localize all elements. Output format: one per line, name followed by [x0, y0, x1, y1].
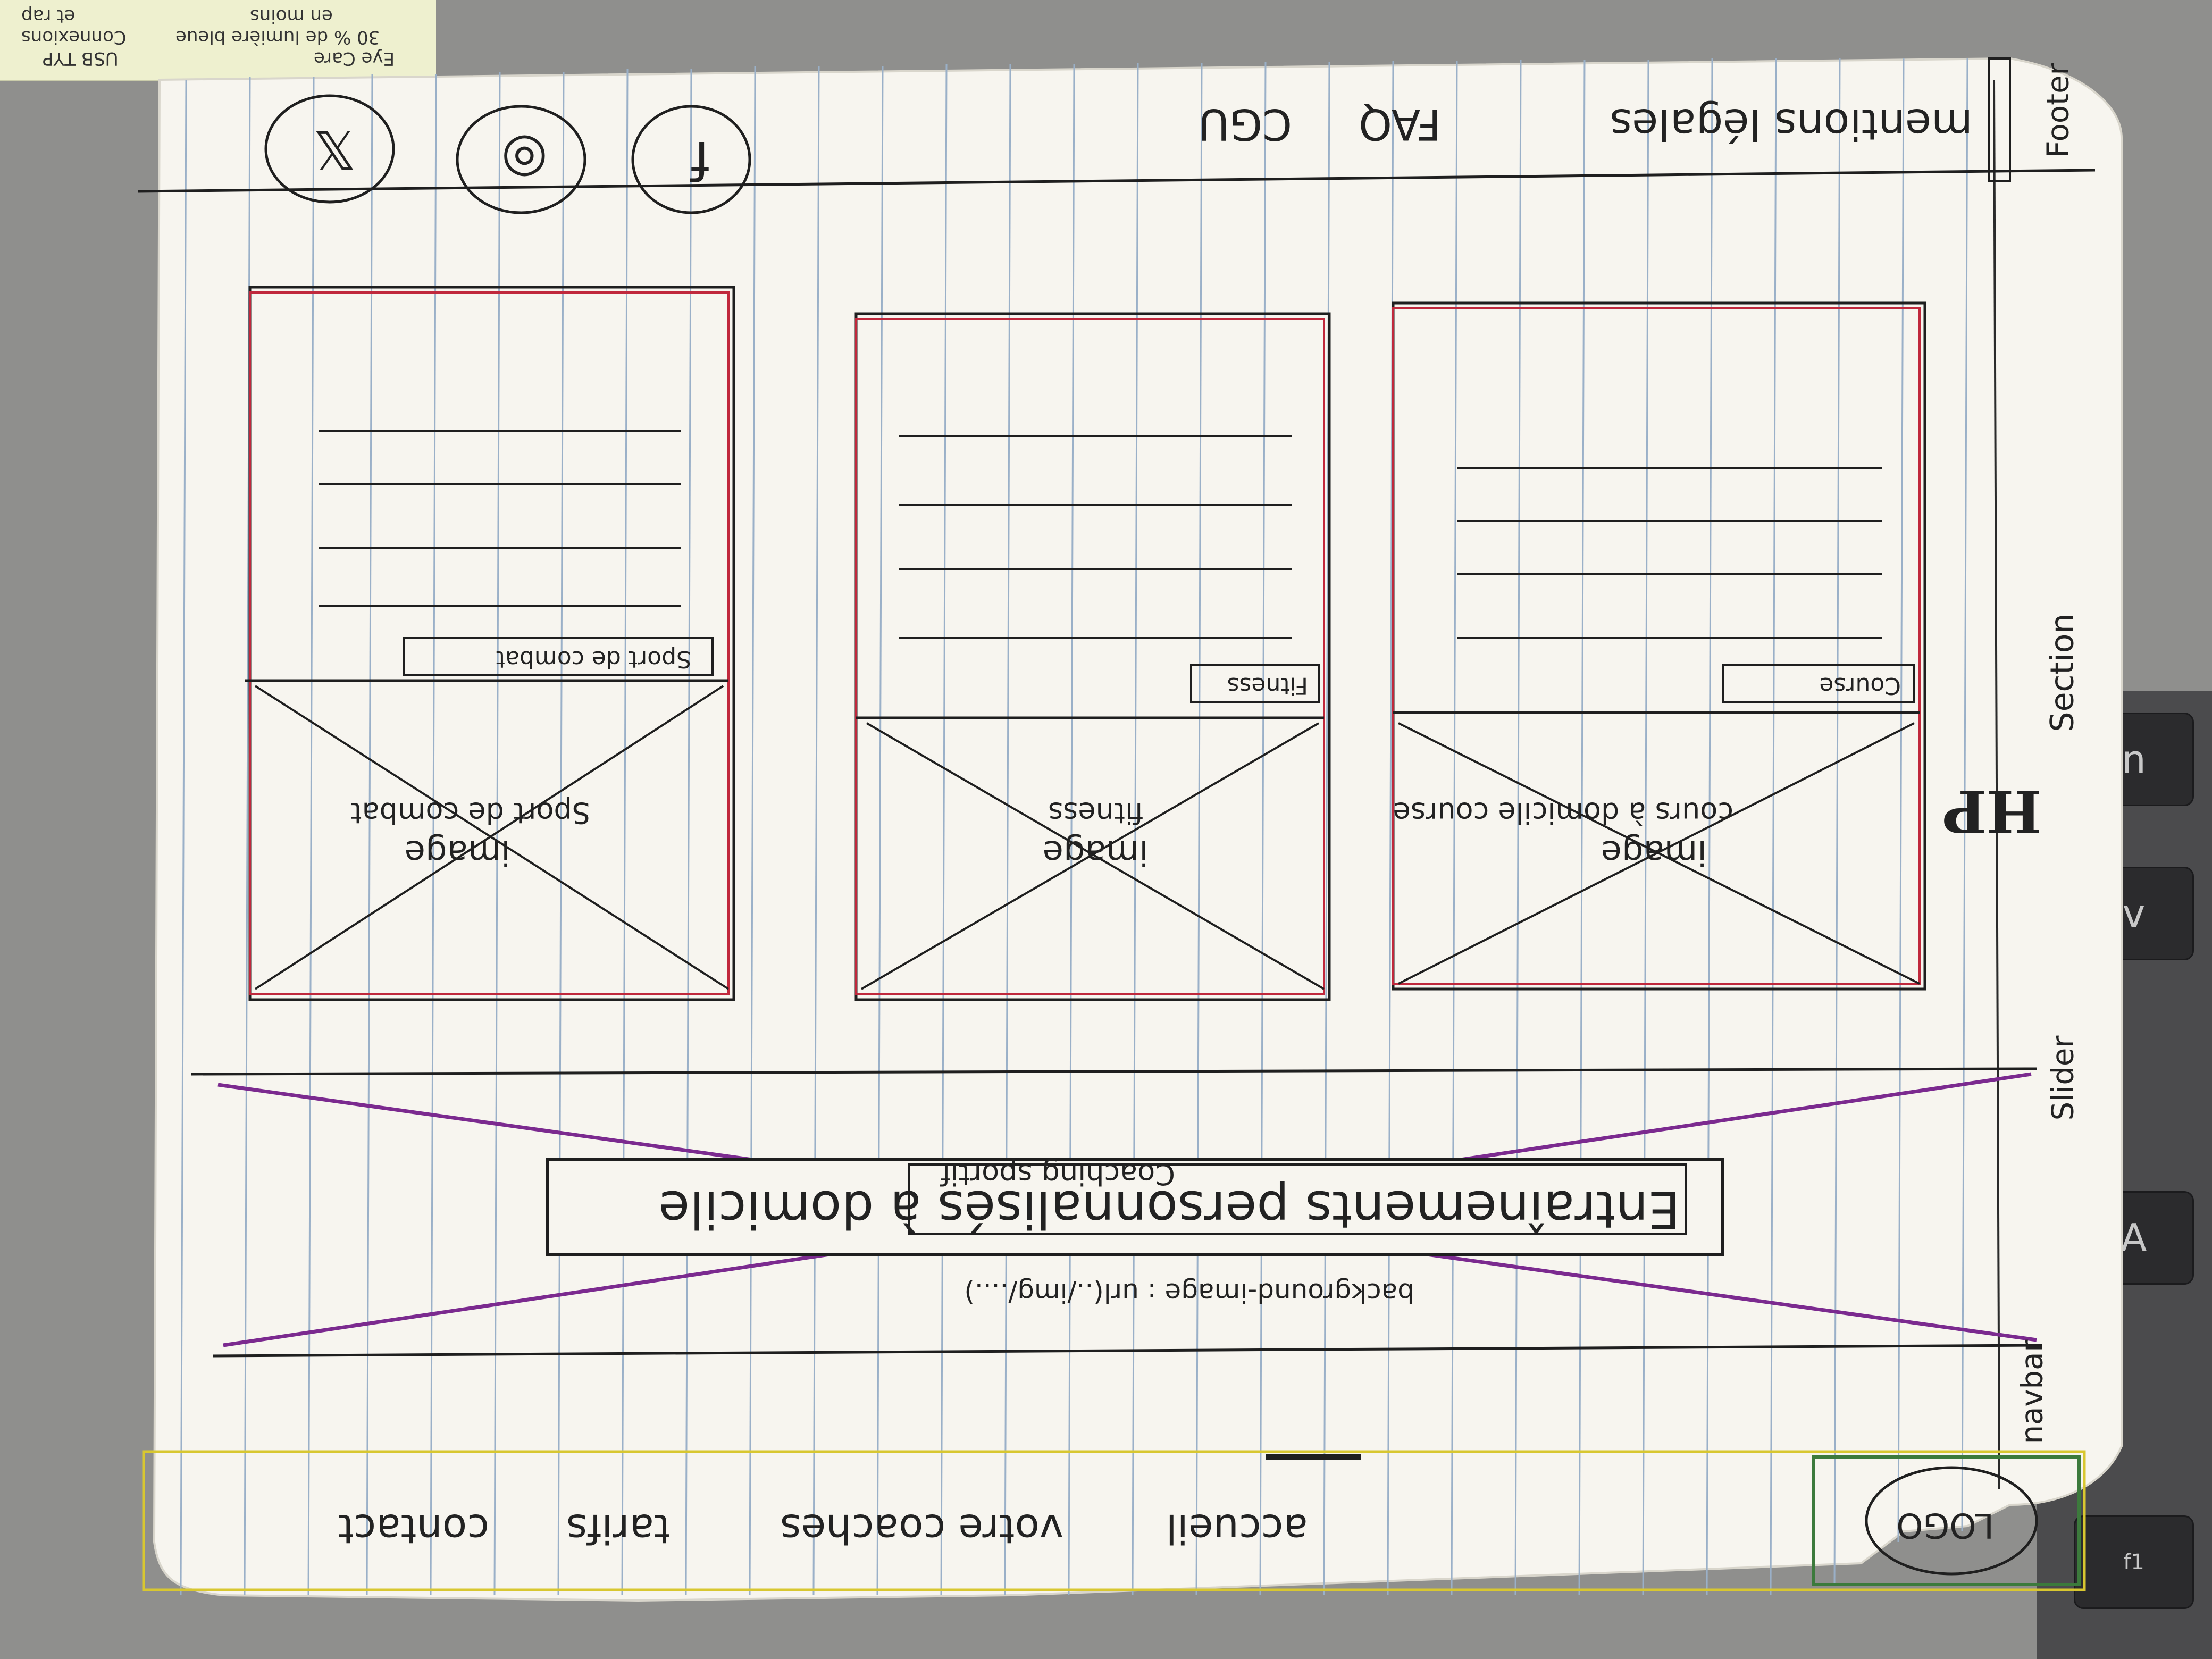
footer-link-mentions[interactable]: mentions légales [1610, 99, 1973, 149]
slider-headline-box [546, 1158, 1724, 1256]
facebook-icon[interactable]: f [691, 129, 710, 191]
logo[interactable]: LOGO [1896, 1505, 1994, 1545]
card-1-image-desc: cours à domicile course [1393, 796, 1733, 830]
instagram-circle [456, 105, 586, 214]
instagram-icon[interactable]: ◎ [501, 129, 548, 191]
twitter-icon[interactable]: 𝕏 [313, 119, 356, 181]
card-1-tag[interactable]: Course [1819, 672, 1901, 699]
card-2-image-desc: fitness [1048, 796, 1143, 830]
nav-link-coaches[interactable]: votre coaches [780, 1505, 1063, 1553]
facebook-circle [631, 105, 751, 214]
slider-top [191, 1067, 2037, 1076]
keyboard-key: f1 [2074, 1515, 2194, 1609]
margin-line [1993, 79, 2000, 1489]
brand-mark: HP [1942, 777, 2042, 845]
card-3-image-desc: Sport de combat [350, 796, 590, 830]
navbar-outline [142, 1450, 2086, 1591]
card-2-tag[interactable]: Fitness [1227, 672, 1308, 699]
logo-circle [1865, 1466, 2038, 1576]
slider-background-note: background-image : url(../img/....) [964, 1277, 1414, 1308]
section-annotation: Section [2043, 613, 2081, 732]
twitter-circle [264, 94, 395, 204]
card-3-tag[interactable]: Sport de combat [496, 646, 691, 673]
footer-link-cgu[interactable]: CGU [1198, 99, 1292, 149]
navbar-annotation: navbar [2015, 1339, 2050, 1444]
slider-overlay-text: Coaching sportif [940, 1158, 1175, 1191]
card-2-image-label: image [1042, 833, 1149, 872]
footer-annotation: Footer [2041, 63, 2076, 158]
footer-link-faq[interactable]: FAQ [1359, 99, 1441, 149]
footer-top-line [138, 169, 2096, 193]
card-1-strokes [1392, 301, 1926, 991]
card-3-strokes [245, 286, 735, 1001]
logo-box [1812, 1455, 2081, 1586]
nav-link-tarifs[interactable]: tarifs [566, 1505, 670, 1553]
slider-bottom [212, 1344, 2042, 1358]
footer-bracket [1988, 57, 2011, 182]
slider-overlay-box [908, 1163, 1687, 1235]
card-1-image-label: image [1601, 833, 1707, 872]
nav-link-contact[interactable]: contact [338, 1505, 489, 1553]
slider-annotation: Slider [2046, 1035, 2081, 1121]
card-2-strokes [854, 312, 1331, 1001]
card-3-image-label: image [404, 833, 510, 872]
nav-link-accueil[interactable]: accueil [1166, 1505, 1308, 1553]
